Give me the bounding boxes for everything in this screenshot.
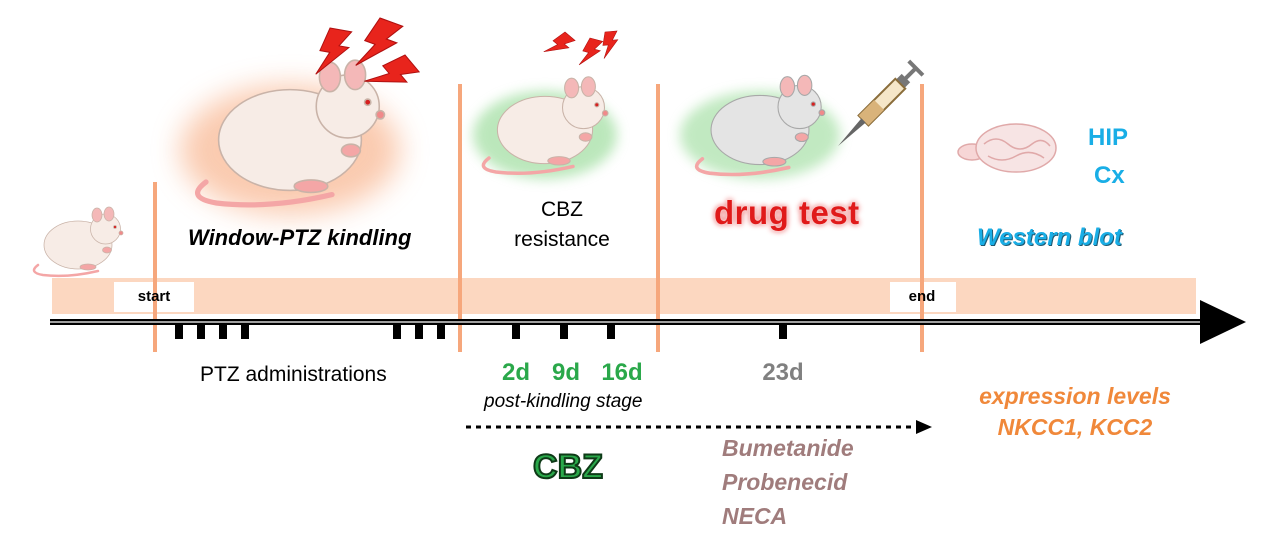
drug-name: Probenecid [722,469,848,495]
timepoint-23d: 23d [762,359,804,386]
start-label: start [137,288,171,305]
ptz-ticks [175,325,445,339]
timepoint-9d: 9d [551,359,581,386]
lightning-icon [543,29,620,70]
drug-name: NECA [722,503,788,529]
timeline-arrowhead [1200,300,1246,344]
phase-divider-end [920,84,924,352]
region-hip: HIP [1088,124,1129,151]
kindling-phase-label: Window-PTZ kindling [188,225,412,250]
timepoint-16d: 16d [601,359,643,386]
drug-name: Bumetanide [722,435,854,461]
ptz-administrations-label: PTZ administrations [200,363,387,386]
timeline-band [52,278,1196,314]
timepoint-2d: 2d [501,359,531,386]
cbz-resistance-label-line1: CBZ [541,198,583,221]
drug-test-label: drug test [714,194,860,231]
post-kindling-stage-label: post-kindling stage [484,391,643,412]
cbz-treatment-label: CBZ [532,447,604,487]
region-cx: Cx [1094,162,1125,189]
phase-divider-kindling-end [458,84,462,352]
transporters-label: NKCC1, KCC2 [997,414,1153,440]
timepoint-ticks [512,325,787,339]
rat-icon [32,205,125,278]
phase-divider-start [153,182,157,352]
end-label: end [908,288,936,305]
cbz-resistance-label-line2: resistance [514,228,610,251]
brain-icon [957,123,1057,173]
phase-divider-resistance-end [656,84,660,352]
western-blot-label: Western blot [977,224,1122,251]
syringe-icon [838,59,925,146]
expression-levels-label: expression levels [979,383,1171,409]
